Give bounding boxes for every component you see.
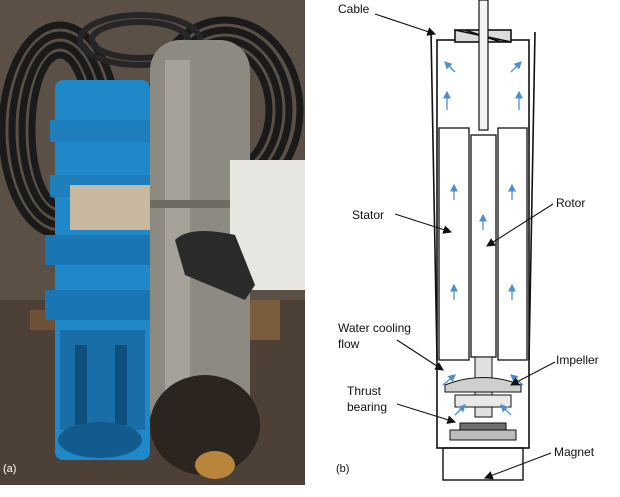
rotor-label: Rotor [556, 196, 585, 210]
cable-label: Cable [338, 2, 369, 16]
thrust-bearing-label-line1: Thrust [347, 384, 381, 398]
magnet-leader [485, 453, 551, 478]
cable-leader [375, 14, 435, 34]
magnet-label: Magnet [554, 445, 594, 459]
impeller-label: Impeller [556, 353, 599, 367]
motor-cross-section-diagram [305, 0, 620, 497]
water-cooling-label-line1: Water cooling [338, 321, 411, 335]
thrust-bearing-leader [397, 404, 455, 422]
photo-panel-label: (a) [3, 463, 16, 475]
rotor [471, 135, 496, 357]
impeller [445, 378, 521, 408]
pump-motor-photo [0, 0, 305, 485]
impeller-leader [511, 362, 555, 385]
thrust-bearing [450, 423, 516, 440]
diagram-panel-label: (b) [336, 463, 349, 475]
magnet-housing [443, 448, 523, 480]
water-cooling-label-line2: flow [338, 337, 359, 351]
thrust-bearing-label-line2: bearing [347, 400, 387, 414]
stator-label: Stator [352, 208, 384, 222]
shaft [479, 0, 488, 130]
blue-pump [45, 80, 155, 460]
